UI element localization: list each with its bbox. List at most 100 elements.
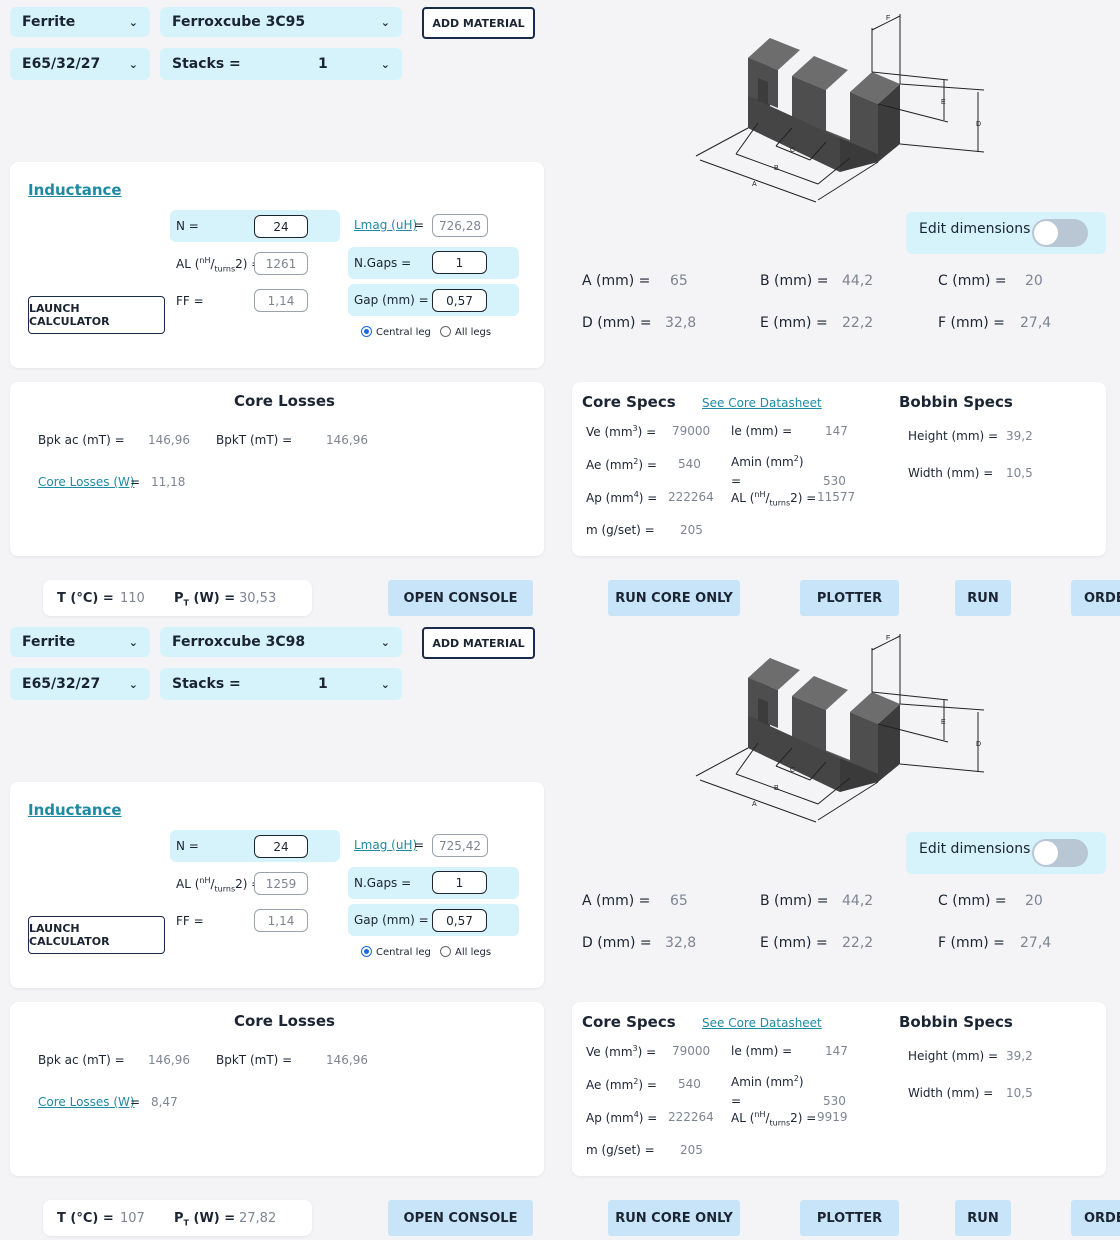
dim-f-field-label: F (mm) = bbox=[938, 315, 1005, 331]
core-right-leg-side bbox=[878, 704, 900, 782]
dim-a-ext-left bbox=[695, 747, 749, 777]
central-leg-radio[interactable] bbox=[361, 326, 372, 337]
dimension-lines bbox=[695, 634, 985, 823]
dim-b-value: 44,2 bbox=[842, 273, 874, 289]
total-power-label: PT (W) = bbox=[174, 591, 236, 608]
amin-equals: = bbox=[731, 1094, 742, 1108]
le-label: le (mm) = bbox=[731, 424, 793, 438]
lmag-equals: = bbox=[414, 218, 425, 232]
design-panel-1: Ferrite⌄ Ferroxcube 3C95⌄ ADD MATERIAL E… bbox=[10, 7, 1120, 616]
core-left-leg-front bbox=[748, 678, 778, 728]
lmag-equals: = bbox=[414, 838, 425, 852]
material-family-select[interactable]: Ferrite⌄ bbox=[10, 627, 150, 657]
add-material-button[interactable]: ADD MATERIAL bbox=[422, 627, 535, 659]
dim-c-ext-right bbox=[809, 761, 827, 781]
material-select[interactable]: Ferroxcube 3C98⌄ bbox=[160, 627, 402, 657]
specs-card: Core Specs See Core Datasheet Bobbin Spe… bbox=[572, 382, 1106, 556]
open-console-button[interactable]: OPEN CONSOLE bbox=[388, 1200, 533, 1236]
core-datasheet-link[interactable]: See Core Datasheet bbox=[702, 1016, 822, 1030]
central-leg-label: Central leg bbox=[376, 947, 431, 958]
dim-d-label: D bbox=[976, 741, 981, 748]
ff-value: 1,14 bbox=[254, 289, 308, 312]
run-core-only-button[interactable]: RUN CORE ONLY bbox=[608, 1200, 740, 1236]
add-material-button[interactable]: ADD MATERIAL bbox=[422, 7, 535, 39]
stacks-select[interactable]: Stacks =1⌄ bbox=[160, 668, 402, 700]
core-specs-title: Core Specs bbox=[582, 1013, 676, 1031]
turns-label: N = bbox=[176, 839, 199, 853]
core-losses-link[interactable]: Core Losses (W) bbox=[38, 475, 135, 489]
all-legs-radio[interactable] bbox=[440, 326, 451, 337]
material-value: Ferroxcube 3C95 bbox=[172, 14, 306, 30]
run-button[interactable]: RUN bbox=[955, 1200, 1011, 1236]
dim-d-label: D bbox=[976, 121, 981, 128]
material-family-select[interactable]: Ferrite⌄ bbox=[10, 7, 150, 37]
turns-input[interactable]: 24 bbox=[254, 215, 308, 238]
plotter-button[interactable]: PLOTTER bbox=[800, 580, 899, 616]
dim-c-field-label: C (mm) = bbox=[938, 273, 1007, 289]
chevron-down-icon: ⌄ bbox=[128, 677, 138, 691]
inductance-title-link[interactable]: Inductance bbox=[28, 801, 122, 819]
lmag-link[interactable]: Lmag (uH) bbox=[354, 838, 418, 852]
ae-value: 540 bbox=[678, 457, 701, 471]
dim-a-line bbox=[699, 779, 817, 823]
launch-calculator-button[interactable]: LAUNCH CALCULATOR bbox=[28, 916, 165, 954]
stacks-value: 1 bbox=[318, 676, 328, 692]
gap-input[interactable]: 0,57 bbox=[432, 289, 487, 312]
dim-b-label: B bbox=[774, 785, 779, 792]
run-button[interactable]: RUN bbox=[955, 580, 1011, 616]
dim-a-ext-right bbox=[817, 781, 879, 821]
core-datasheet-link[interactable]: See Core Datasheet bbox=[702, 396, 822, 410]
central-leg-label: Central leg bbox=[376, 327, 431, 338]
core-al-label: AL (nH/turns2) = bbox=[731, 490, 817, 508]
ngaps-input[interactable]: 1 bbox=[432, 251, 487, 274]
chevron-down-icon: ⌄ bbox=[380, 57, 390, 71]
core-losses-equals: = bbox=[130, 475, 141, 489]
dim-a-ext-left bbox=[695, 127, 749, 157]
run-core-only-button[interactable]: RUN CORE ONLY bbox=[608, 580, 740, 616]
dim-e-ext-bottom bbox=[877, 103, 949, 123]
edit-dimensions-toggle[interactable] bbox=[1032, 839, 1088, 867]
inductance-title-link[interactable]: Inductance bbox=[28, 181, 122, 199]
dim-f-line bbox=[871, 635, 901, 651]
gap-input[interactable]: 0,57 bbox=[432, 909, 487, 932]
total-power-value: 30,53 bbox=[239, 591, 277, 606]
edit-dimensions-row: Edit dimensions bbox=[906, 212, 1106, 254]
plotter-button[interactable]: PLOTTER bbox=[800, 1200, 899, 1236]
core-right-leg-front bbox=[850, 92, 878, 162]
all-legs-radio[interactable] bbox=[440, 946, 451, 957]
ap-label: Ap (mm4) = bbox=[586, 490, 658, 505]
dim-a-value: 65 bbox=[670, 273, 688, 289]
dim-e-field-label: E (mm) = bbox=[760, 935, 828, 951]
core-front-corner bbox=[840, 138, 878, 172]
ngaps-label: N.Gaps = bbox=[354, 256, 412, 270]
lmag-link[interactable]: Lmag (uH) bbox=[354, 218, 418, 232]
core-center-leg-top bbox=[792, 676, 848, 710]
bobbin-height-value: 39,2 bbox=[1006, 429, 1033, 443]
material-select[interactable]: Ferroxcube 3C95⌄ bbox=[160, 7, 402, 37]
core-shape-select[interactable]: E65/32/27⌄ bbox=[10, 48, 150, 80]
order-button[interactable]: ORDE bbox=[1071, 1200, 1120, 1236]
dim-f-label: F bbox=[886, 15, 890, 22]
dim-c-label: C bbox=[790, 147, 795, 154]
dim-c-field-label: C (mm) = bbox=[938, 893, 1007, 909]
toggle-knob bbox=[1034, 221, 1058, 245]
core-losses-link[interactable]: Core Losses (W) bbox=[38, 1095, 135, 1109]
central-leg-radio[interactable] bbox=[361, 946, 372, 957]
order-button[interactable]: ORDE bbox=[1071, 580, 1120, 616]
le-label: le (mm) = bbox=[731, 1044, 793, 1058]
ae-label: Ae (mm2) = bbox=[586, 1077, 657, 1092]
ngaps-input[interactable]: 1 bbox=[432, 871, 487, 894]
dim-c-ext-right bbox=[809, 141, 827, 161]
stacks-select[interactable]: Stacks =1⌄ bbox=[160, 48, 402, 80]
turns-input[interactable]: 24 bbox=[254, 835, 308, 858]
material-family-value: Ferrite bbox=[22, 634, 76, 650]
edit-dimensions-toggle[interactable] bbox=[1032, 219, 1088, 247]
specs-card: Core Specs See Core Datasheet Bobbin Spe… bbox=[572, 1002, 1106, 1176]
material-value: Ferroxcube 3C98 bbox=[172, 634, 306, 650]
launch-calculator-button[interactable]: LAUNCH CALCULATOR bbox=[28, 296, 165, 334]
open-console-button[interactable]: OPEN CONSOLE bbox=[388, 580, 533, 616]
stacks-label: Stacks = bbox=[172, 56, 241, 72]
core-shape-select[interactable]: E65/32/27⌄ bbox=[10, 668, 150, 700]
all-legs-label: All legs bbox=[455, 327, 492, 338]
dim-e-ext-top bbox=[871, 71, 949, 81]
